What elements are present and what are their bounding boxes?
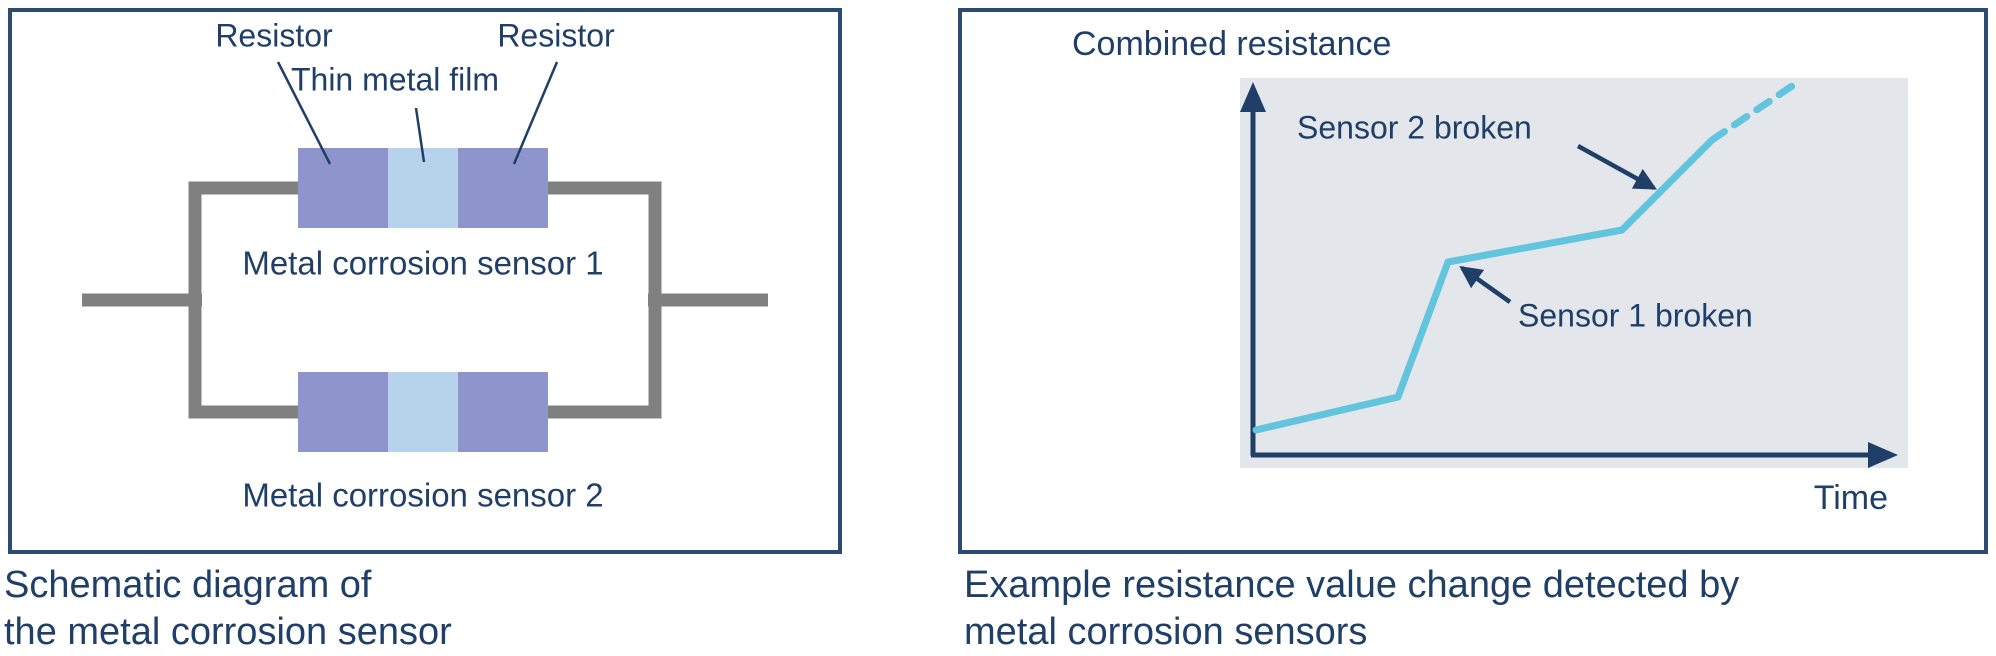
thin-metal-film-pointer-line bbox=[414, 107, 426, 163]
resistor-right-label: Resistor bbox=[497, 17, 615, 53]
sensor-1-label: Metal corrosion sensor 1 bbox=[242, 245, 603, 282]
sensor-2-broken-arrow-icon bbox=[1576, 144, 1657, 190]
schematic-caption: Schematic diagram of the metal corrosion… bbox=[4, 562, 452, 656]
resistance-curve-solid bbox=[1252, 136, 1716, 434]
chart-drawing: Combined resistance Time Sensor 2 broken… bbox=[1072, 25, 1908, 517]
schematic-caption-line-2: the metal corrosion sensor bbox=[4, 611, 452, 653]
chart-caption-line-2: metal corrosion sensors bbox=[964, 611, 1368, 653]
sensor-1-broken-arrow-icon bbox=[1459, 266, 1512, 304]
sensor-2-resistor-right-block bbox=[458, 372, 548, 452]
chart-panel: Combined resistance Time Sensor 2 broken… bbox=[958, 8, 1988, 554]
sensor-2-thin-metal-film-block bbox=[388, 372, 458, 452]
plot-area bbox=[1240, 78, 1908, 468]
sensor-2-label: Metal corrosion sensor 2 bbox=[242, 477, 603, 514]
resistor-left-label: Resistor bbox=[215, 17, 333, 53]
sensor-2-resistor-left-block bbox=[298, 372, 388, 452]
thin-metal-film-label: Thin metal film bbox=[291, 61, 499, 97]
sensor-1-resistor-left-block bbox=[298, 148, 388, 228]
schematic-drawing: Resistor Resistor Thin metal film Metal … bbox=[82, 17, 768, 514]
chart-caption: Example resistance value change detected… bbox=[964, 562, 1739, 656]
x-axis-arrowhead-icon bbox=[1868, 442, 1898, 468]
y-axis-label: Combined resistance bbox=[1072, 25, 1391, 63]
resistance-curve-projected-dashed bbox=[1708, 78, 1802, 144]
resistor-right-pointer-line bbox=[512, 61, 559, 165]
x-axis-label: Time bbox=[1814, 479, 1888, 517]
schematic-panel: Resistor Resistor Thin metal film Metal … bbox=[8, 8, 842, 554]
schematic-caption-line-1: Schematic diagram of bbox=[4, 564, 372, 606]
sensor-2-bar bbox=[298, 372, 548, 452]
resistor-left-pointer-line bbox=[276, 61, 332, 165]
sensor-1-bar bbox=[298, 148, 548, 228]
sensor-1-broken-annotation: Sensor 1 broken bbox=[1518, 297, 1753, 333]
sensor-1-resistor-right-block bbox=[458, 148, 548, 228]
chart-caption-line-1: Example resistance value change detected… bbox=[964, 564, 1740, 606]
sensor-2-broken-annotation: Sensor 2 broken bbox=[1297, 109, 1532, 145]
y-axis-arrowhead-icon bbox=[1240, 82, 1266, 112]
